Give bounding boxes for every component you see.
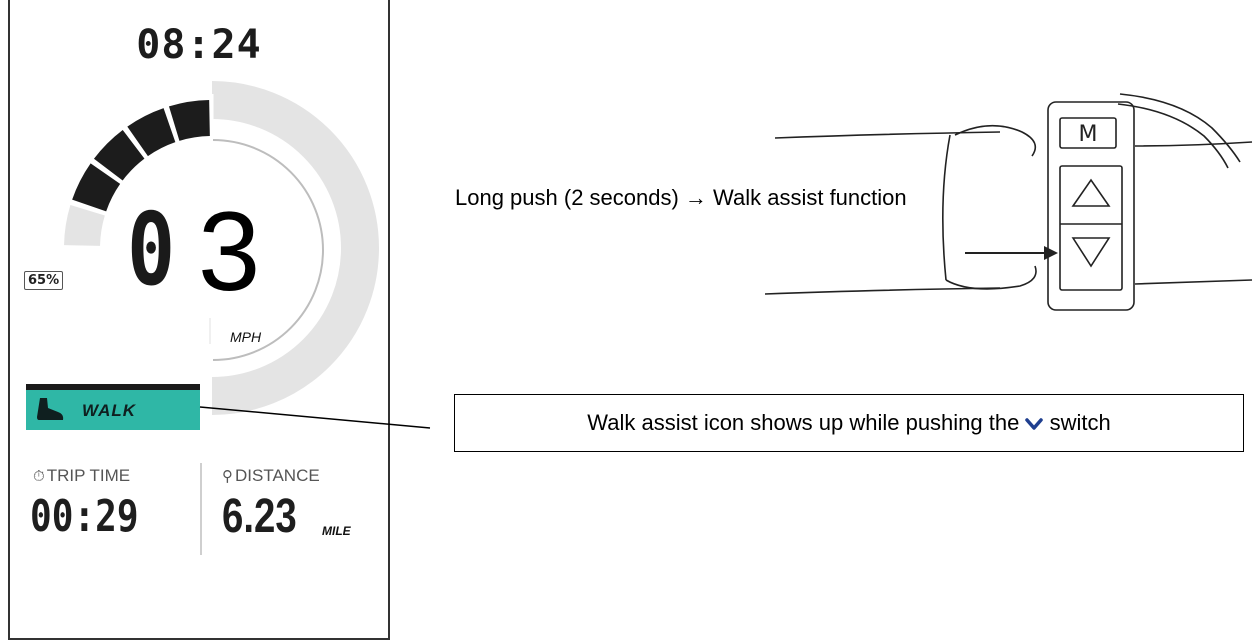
- assist-segment: [72, 163, 121, 212]
- trip-time-value: 00:29: [30, 491, 139, 542]
- arrow-head: [1044, 246, 1058, 260]
- walk-icon-caption-end: switch: [1049, 410, 1111, 435]
- assist-segment: [93, 129, 145, 181]
- long-push-caption: Long push (2 seconds) → Walk assist func…: [455, 185, 907, 210]
- speed-unit: MPH: [230, 329, 262, 345]
- distance-label: ⚲DISTANCE: [222, 466, 320, 485]
- walk-shoe-icon: [37, 398, 64, 420]
- speed-digit-tens: 0: [127, 191, 176, 308]
- walk-assist-band: [26, 390, 200, 430]
- gauge-ring: [211, 81, 379, 415]
- assist-segment: [127, 108, 176, 157]
- trip-time-label: ⏱TRIP TIME: [33, 466, 131, 485]
- walk-bar-top: [26, 384, 200, 390]
- distance-value: 6.23: [222, 490, 297, 543]
- walk-icon-caption-start: Walk assist icon shows up while pushing …: [587, 410, 1020, 435]
- assist-segment: [168, 100, 210, 141]
- stats-divider: [200, 463, 202, 555]
- walk-icon-caption-box: Walk assist icon shows up while pushing …: [454, 394, 1244, 452]
- chevron-down-icon: [1025, 418, 1044, 430]
- battery-level: 65%: [24, 271, 64, 290]
- speed-digit-ones: 3: [198, 189, 261, 314]
- stopwatch-icon: ⏱: [33, 467, 45, 485]
- handlebar-controller-illustration: M: [764, 93, 1253, 311]
- mode-button-label: M: [1079, 122, 1098, 147]
- walk-label: WALK: [82, 401, 137, 420]
- assist-segments: [64, 100, 210, 246]
- distance-unit: MILE: [322, 524, 351, 538]
- gauge-ring-inner: [212, 139, 324, 361]
- unit-divider: [209, 318, 211, 344]
- route-icon: ⚲: [222, 467, 233, 485]
- assist-segment: [64, 204, 105, 246]
- clock: 08:24: [136, 22, 262, 68]
- speed-gauge: [64, 81, 379, 415]
